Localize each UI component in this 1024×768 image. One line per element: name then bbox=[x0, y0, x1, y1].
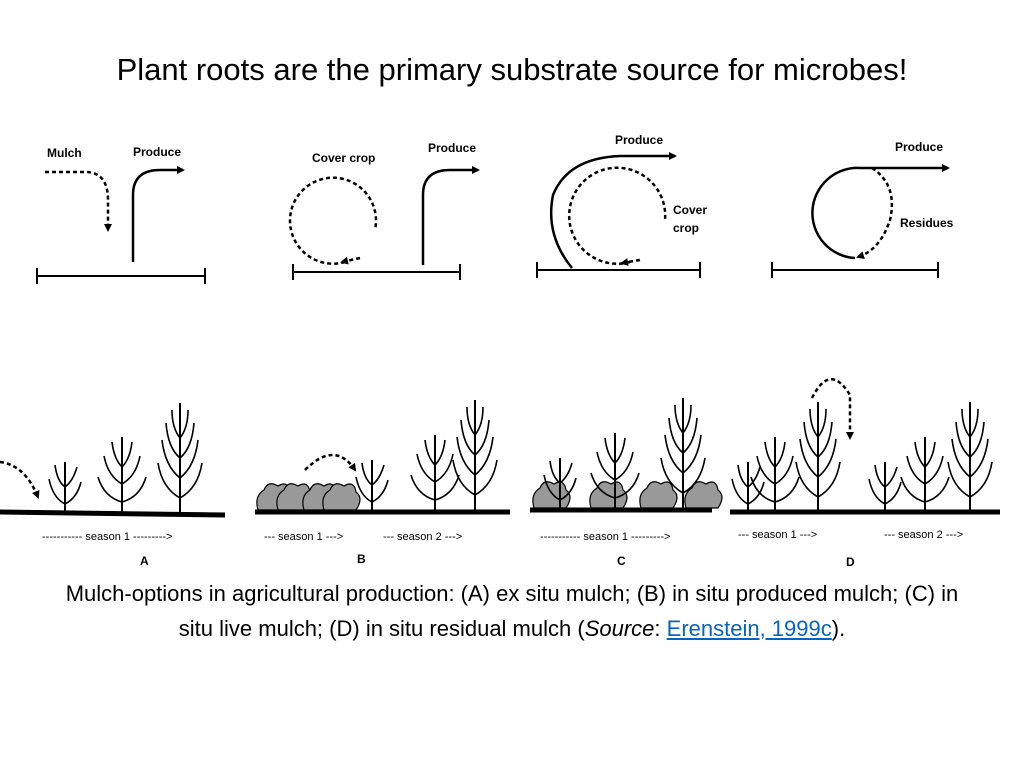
caption-end: ). bbox=[831, 616, 846, 641]
produce-arrow bbox=[421, 166, 480, 265]
panel-letter-b: B bbox=[357, 552, 366, 566]
season-label: ----------- season 1 ---------> bbox=[540, 531, 670, 543]
plant-scene-d: --- season 1 ---> --- season 2 ---> D bbox=[730, 378, 1000, 569]
timeline bbox=[36, 268, 206, 284]
season-label-1: --- season 1 ---> bbox=[738, 529, 817, 541]
timeline bbox=[771, 262, 939, 278]
plant-scene-b: --- season 1 ---> --- season 2 ---> B bbox=[255, 399, 510, 566]
citation-link[interactable]: Erenstein, 1999c bbox=[666, 616, 832, 641]
diagram-c: Produce Cover crop bbox=[536, 133, 707, 278]
caption-source-word: Source bbox=[584, 616, 655, 641]
diagram-a: Mulch Produce bbox=[36, 145, 206, 284]
cover-crop-cycle bbox=[288, 176, 378, 265]
caption-text: Mulch-options in agricultural production… bbox=[65, 581, 959, 641]
panel-letter-d: D bbox=[846, 555, 855, 569]
label-produce: Produce bbox=[428, 141, 476, 155]
panel-letter-a: A bbox=[140, 554, 149, 568]
caption-colon: : bbox=[654, 616, 667, 641]
timeline bbox=[292, 264, 461, 280]
cover-crop-cycle bbox=[567, 166, 667, 265]
label-residues: Residues bbox=[900, 216, 954, 230]
figure-caption: Mulch-options in agricultural production… bbox=[60, 576, 964, 646]
mulch-dashed-arrow bbox=[45, 170, 112, 232]
mulch-options-figure: Mulch Produce Cover crop Produce Produce… bbox=[0, 133, 1000, 569]
label-crop: crop bbox=[673, 221, 699, 235]
produce-arrow bbox=[549, 152, 677, 269]
label-cover-crop: Cover crop bbox=[312, 151, 375, 165]
label-mulch: Mulch bbox=[47, 146, 82, 160]
timeline bbox=[536, 262, 701, 278]
label-produce: Produce bbox=[895, 140, 943, 154]
diagram-b: Cover crop Produce bbox=[288, 141, 480, 280]
plant-scene-c: ----------- season 1 ---------> C bbox=[530, 397, 723, 568]
label-produce: Produce bbox=[133, 145, 181, 159]
season-label-2: --- season 2 ---> bbox=[884, 529, 963, 541]
season-label-1: --- season 1 ---> bbox=[264, 531, 343, 543]
label-cover: Cover bbox=[673, 203, 707, 217]
plant-scene-a: ----------- season 1 ---------> A bbox=[0, 402, 226, 568]
produce-arrow bbox=[131, 166, 185, 262]
season-label: ----------- season 1 ---------> bbox=[42, 531, 172, 543]
label-produce: Produce bbox=[615, 133, 663, 147]
panel-letter-c: C bbox=[617, 554, 626, 568]
residues-arrow bbox=[856, 166, 894, 259]
slide-title: Plant roots are the primary substrate so… bbox=[116, 52, 908, 87]
season-label-2: --- season 2 ---> bbox=[383, 531, 462, 543]
diagram-d: Produce Residues bbox=[771, 140, 954, 278]
produce-arrow bbox=[811, 164, 950, 260]
